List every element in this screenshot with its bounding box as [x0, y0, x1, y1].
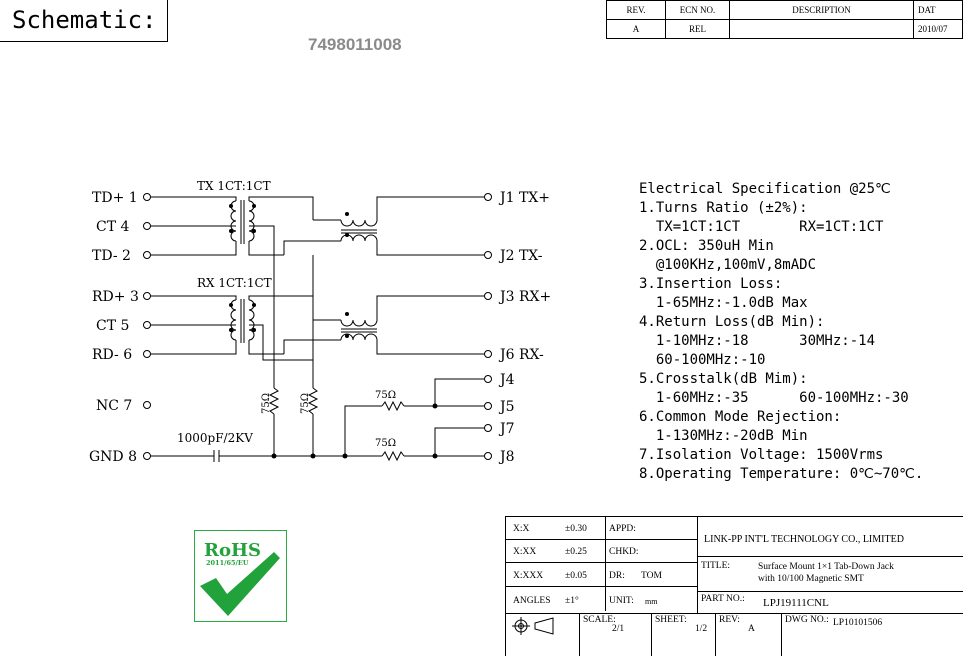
- tol-xx-value: ±0.25: [565, 547, 587, 557]
- pin-label-j1: J1 TX+: [498, 190, 550, 206]
- tol-x-value: ±0.30: [565, 524, 587, 534]
- spec-line: 8.Operating Temperature: 0℃~70℃.: [639, 466, 924, 482]
- spec-line: 60-100MHz:-10: [639, 352, 766, 368]
- spec-line: @100KHz,100mV,8mADC: [639, 257, 817, 273]
- dr-label: DR:: [609, 571, 625, 581]
- sheet-value: 1/2: [695, 624, 708, 634]
- rev-cell-rev: A: [606, 19, 666, 39]
- pin-label-td-minus: TD- 2: [92, 248, 131, 264]
- pin-label-j7: J7: [498, 421, 515, 437]
- rev-header-description: DESCRIPTION: [729, 0, 914, 20]
- rev-header-rev: REV.: [606, 0, 666, 20]
- rev-header-ecn: ECN NO.: [665, 0, 730, 20]
- rev-cell-ecn: REL: [665, 19, 730, 39]
- spec-line: 1-65MHz:-1.0dB Max: [639, 295, 808, 311]
- pin-label-ct4: CT 4: [96, 219, 130, 235]
- resistor-label-left: 75Ω: [261, 393, 272, 414]
- scale-value: 2/1: [612, 624, 625, 634]
- spec-line: 1-10MHz:-18 30MHz:-14: [639, 333, 876, 349]
- spec-line: 1-60MHz:-35 60-100MHz:-30: [639, 390, 909, 406]
- spec-line: Electrical Specification @25℃: [639, 181, 891, 197]
- schematic-diagram: TD+ 1 CT 4 TD- 2 RD+ 3 CT 5 RD- 6 NC 7 G…: [89, 179, 551, 465]
- unit-label: UNIT:: [609, 596, 634, 606]
- part-number-label: 7498011008: [308, 35, 402, 54]
- unit-value: mm: [645, 597, 658, 606]
- rev-label: REV:: [719, 615, 740, 625]
- rx-transformer-label: RX 1CT:1CT: [197, 276, 272, 290]
- dwg-label: DWG NO.:: [785, 615, 829, 625]
- pin-label-j3: J3 RX+: [498, 289, 551, 305]
- spec-line: 4.Return Loss(dB Min):: [639, 314, 825, 330]
- scale-label: SCALE:: [583, 615, 616, 625]
- pin-label-gnd8: GND 8: [89, 449, 137, 465]
- rohs-title: RoHS: [204, 540, 261, 561]
- rev-cell-description: [729, 19, 914, 39]
- pin-label-rd-minus: RD- 6: [92, 347, 132, 363]
- dr-value: TOM: [641, 571, 662, 581]
- pin-label-nc7: NC 7: [96, 398, 132, 414]
- rohs-subtitle: 2011/65/EU: [206, 559, 249, 567]
- pin-label-ct5: CT 5: [96, 318, 129, 334]
- pin-label-td-plus: TD+ 1: [92, 190, 138, 206]
- spec-line: 3.Insertion Loss:: [639, 276, 783, 292]
- part-no-label: PART NO.:: [701, 594, 745, 604]
- sheet-label: SHEET:: [655, 615, 687, 625]
- spec-line: 1.Turns Ratio (±2%):: [639, 200, 808, 216]
- spec-line: 1-130MHz:-20dB Min: [639, 428, 808, 444]
- angles-value: ±1°: [565, 596, 579, 606]
- resistor-label-j8: 75Ω: [375, 438, 396, 449]
- capacitor-label: 1000pF/2KV: [177, 431, 253, 445]
- appd-label: APPD:: [609, 524, 636, 534]
- title-block: X:X ±0.30 APPD: X:XX ±0.25 CHKD: X:XXX ±…: [505, 516, 963, 656]
- resistor-label-j5: 75Ω: [375, 390, 396, 401]
- spec-line: 6.Common Mode Rejection:: [639, 409, 842, 425]
- rev-value: A: [748, 624, 755, 634]
- title-line-1: Surface Mount 1×1 Tab-Down Jack: [758, 562, 894, 572]
- tx-transformer-label: TX 1CT:1CT: [197, 179, 271, 193]
- spec-line: 5.Crosstalk(dB Mim):: [639, 371, 808, 387]
- pin-label-rd-plus: RD+ 3: [92, 289, 139, 305]
- pin-label-j8: J8: [498, 449, 515, 465]
- tol-x-label: X:X: [513, 524, 530, 534]
- pin-label-j6: J6 RX-: [498, 347, 544, 363]
- pin-label-j5: J5: [498, 399, 515, 415]
- pin-label-j2: J2 TX-: [498, 248, 543, 264]
- company-name: LINK-PP INT'L TECHNOLOGY CO., LIMITED: [704, 534, 904, 545]
- dwg-value: LP10101506: [833, 618, 883, 628]
- title-line-2: with 10/100 Magnetic SMT: [758, 574, 864, 584]
- rev-cell-date: 2010/07: [913, 19, 963, 39]
- electrical-specification: Electrical Specification @25℃ 1.Turns Ra…: [639, 180, 923, 484]
- rohs-badge: RoHS 2011/65/EU: [194, 530, 287, 622]
- angles-label: ANGLES: [513, 596, 551, 606]
- chkd-label: CHKD:: [609, 547, 639, 557]
- title-label: TITLE:: [701, 561, 731, 571]
- projection-symbol-icon: [512, 617, 554, 635]
- spec-line: 7.Isolation Voltage: 1500Vrms: [639, 447, 884, 463]
- spec-line: 2.OCL: 350uH Min: [639, 238, 774, 254]
- pin-label-j4: J4: [498, 372, 515, 388]
- tol-xx-label: X:XX: [513, 547, 537, 557]
- revision-table: REV. ECN NO. DESCRIPTION DAT A REL 2010/…: [606, 0, 963, 39]
- part-no-value: LPJ19111CNL: [763, 597, 829, 609]
- check-icon: [200, 552, 280, 616]
- schematic-title: Schematic:: [0, 0, 168, 42]
- tol-xxx-value: ±0.05: [565, 571, 587, 581]
- rev-header-date: DAT: [913, 0, 963, 20]
- resistor-label-right: 75Ω: [300, 393, 311, 414]
- spec-line: TX=1CT:1CT RX=1CT:1CT: [639, 219, 884, 235]
- tol-xxx-label: X:XXX: [513, 571, 544, 581]
